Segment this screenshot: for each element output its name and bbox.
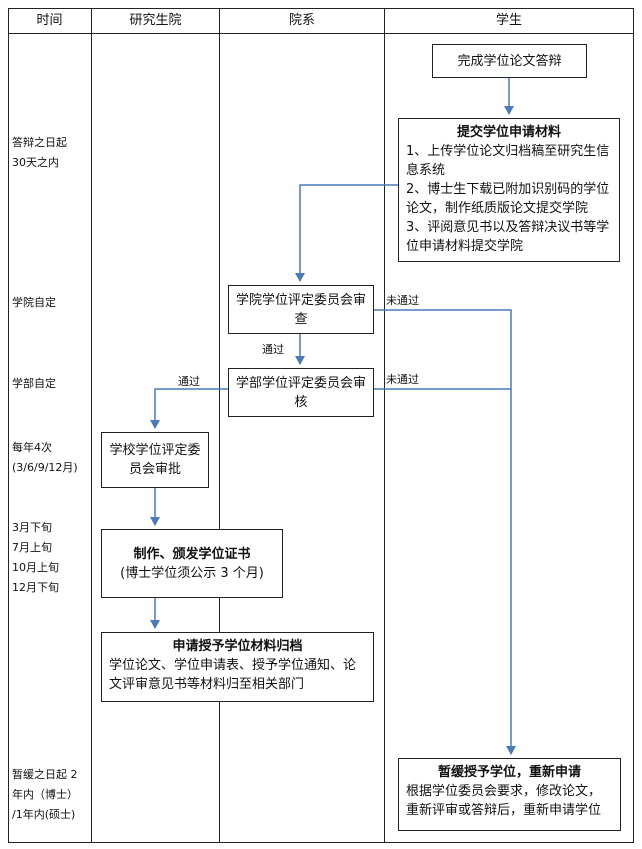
header-time: 时间 (36, 13, 63, 28)
edge-label-fail-faculty: 未通过 (386, 373, 419, 386)
edge-label-pass-faculty: 通过 (178, 375, 200, 388)
box-complete-defense: 完成学位论文答辩 (432, 44, 587, 78)
box-text: 学部学位评定委员会审核 (236, 375, 367, 410)
box-line: 3、评阅意见书以及答辩决议书等学位申请材料提交学院 (406, 220, 610, 254)
time-line: 7月上旬 (12, 541, 52, 554)
box-note: (博士学位须公示 3 个月) (120, 565, 264, 581)
time-line: 30天之内 (12, 156, 59, 169)
box-text: 学院学位评定委员会审查 (236, 292, 367, 327)
box-title: 申请授予学位材料归档 (172, 639, 303, 654)
time-label-college: 学院自定 (12, 293, 90, 313)
time-line: 10月上旬 (12, 561, 59, 574)
time-line: 学部自定 (12, 377, 56, 390)
time-line: 答辩之日起 (12, 136, 67, 149)
header-graduate-school: 研究生院 (129, 13, 182, 28)
box-submit-materials: 提交学位申请材料 1、上传学位论文归档稿至研究生信息系统 2、博士生下载已附加识… (398, 118, 620, 262)
box-title: 制作、颁发学位证书 (133, 546, 251, 562)
box-body: 学位论文、学位申请表、授予学位通知、论文评审意见书等材料归至相关部门 (109, 658, 357, 692)
box-title: 提交学位申请材料 (456, 125, 561, 140)
edge-label-pass-college: 通过 (262, 343, 284, 356)
time-line: 年内（博士） (12, 788, 78, 801)
box-line: 2、博士生下载已附加识别码的学位论文，制作纸质版论文提交学院 (406, 182, 610, 216)
box-line: 1、上传学位论文归档稿至研究生信息系统 (406, 144, 610, 178)
box-text: 完成学位论文答辩 (457, 53, 562, 69)
header-department: 院系 (288, 13, 315, 28)
box-title: 暂缓授予学位，重新申请 (437, 765, 581, 780)
box-body: 根据学位委员会要求，修改论文，重新评审或答辩后，重新申请学位 (406, 784, 602, 818)
time-label-school: 每年4次 (3/6/9/12月) (12, 438, 90, 478)
time-line: /1年内(硕士) (12, 808, 76, 821)
time-line: 12月下旬 (12, 581, 59, 594)
box-certificate: 制作、颁发学位证书 (博士学位须公示 3 个月) (101, 529, 283, 598)
time-line: 每年4次 (12, 441, 52, 454)
box-archive: 申请授予学位材料归档 学位论文、学位申请表、授予学位通知、论文评审意见书等材料归… (101, 632, 374, 702)
arrow-faculty-to-school (150, 388, 228, 429)
box-faculty-review: 学部学位评定委员会审核 (228, 368, 374, 417)
edge-label-fail-college: 未通过 (386, 294, 419, 307)
arrow-college-fail (374, 309, 516, 755)
header-student: 学生 (495, 13, 522, 28)
time-label-certificate: 3月下旬 7月上旬 10月上旬 12月下旬 (12, 518, 90, 598)
box-school-approve: 学校学位评定委员会审批 (101, 432, 209, 488)
box-text: 学校学位评定委员会审批 (109, 443, 201, 477)
arrow-submit-to-college (295, 184, 398, 282)
time-label-defense-window: 答辩之日起 30天之内 (12, 133, 90, 173)
time-line: 学院自定 (12, 296, 56, 309)
box-postpone: 暂缓授予学位，重新申请 根据学位委员会要求，修改论文，重新评审或答辩后，重新申请… (398, 758, 621, 831)
box-college-review: 学院学位评定委员会审查 (228, 285, 374, 334)
time-line: (3/6/9/12月) (12, 461, 78, 474)
time-label-postpone: 暂缓之日起 2 年内（博士） /1年内(硕士) (12, 765, 90, 825)
time-line: 暂缓之日起 2 (12, 768, 78, 781)
time-line: 3月下旬 (12, 521, 52, 534)
time-label-faculty: 学部自定 (12, 374, 90, 394)
